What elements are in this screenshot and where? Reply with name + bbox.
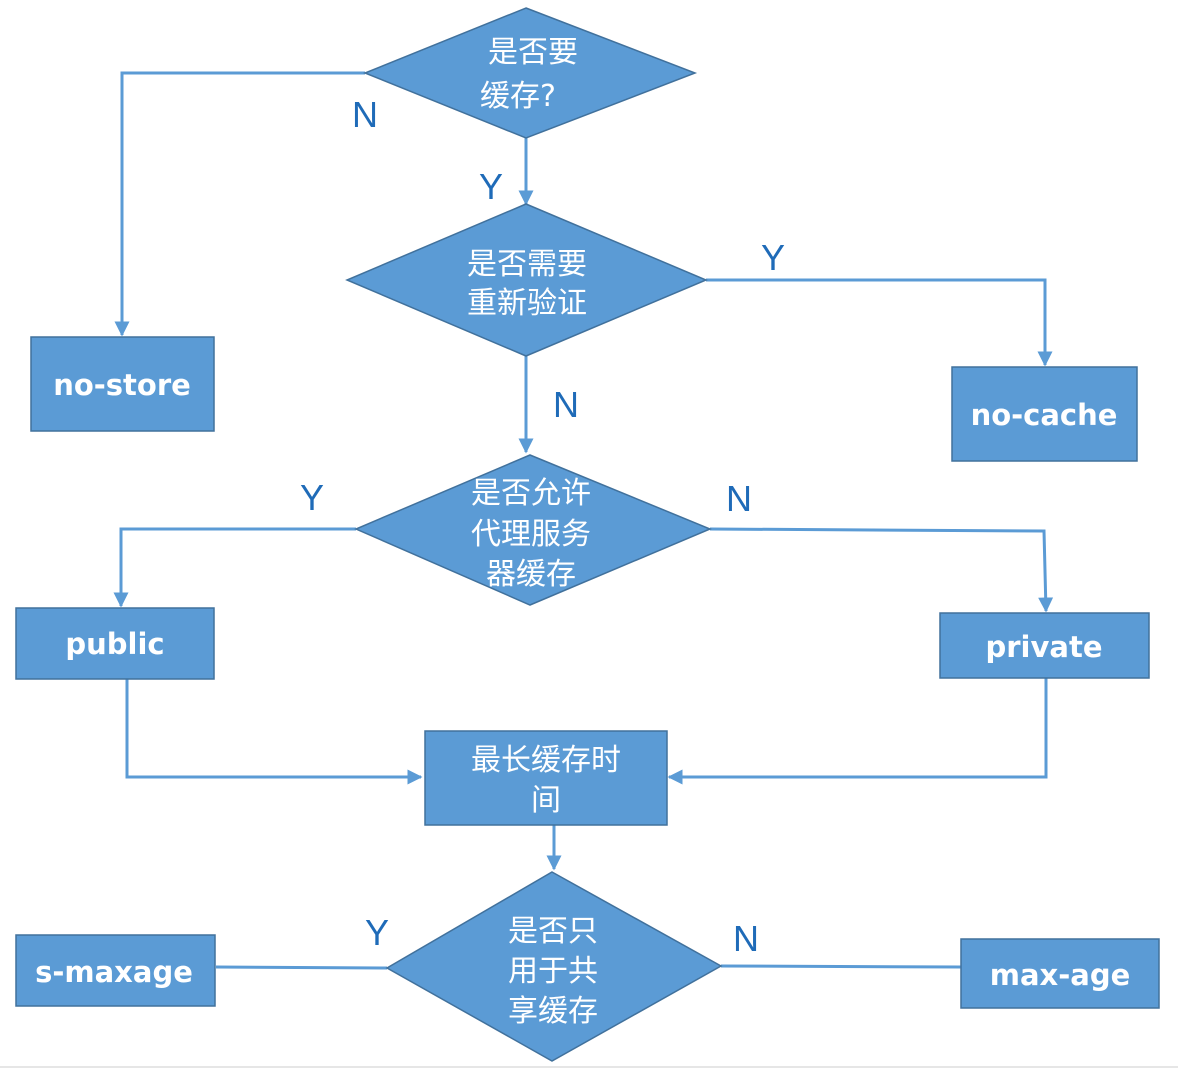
decision-shared: 是否只 用于共 享缓存 <box>385 871 723 1062</box>
bottom-divider <box>0 1066 1178 1068</box>
box-s-maxage: s-maxage <box>15 934 216 1007</box>
decision-shared-line-2: 用于共 <box>508 954 598 989</box>
decision-shared-line-1: 是否只 <box>508 914 598 949</box>
decision-revalidate-line-2: 重新验证 <box>467 286 587 321</box>
box-s-maxage-label: s-maxage <box>35 955 193 989</box>
label-revalidate-no: N <box>553 384 579 425</box>
box-private: private <box>939 612 1150 679</box>
decision-cache: 是否要 缓存? <box>362 7 698 139</box>
label-cache-yes: Y <box>479 166 503 207</box>
edge-proxy-yes <box>113 527 356 608</box>
box-max-age: max-age <box>960 938 1160 1009</box>
edge-cache-no <box>114 71 365 337</box>
box-max-time: 最长缓存时 间 <box>424 730 668 826</box>
decision-cache-line-2: 缓存? <box>480 79 556 114</box>
decision-cache-line-1: 是否要 <box>488 35 578 70</box>
edge-shared-yes <box>215 965 388 970</box>
box-public: public <box>15 607 215 680</box>
box-no-cache: no-cache <box>951 366 1138 462</box>
box-max-age-label: max-age <box>990 958 1131 992</box>
edge-private-to-max-time <box>667 678 1048 785</box>
decision-proxy-line-3: 器缓存 <box>486 557 576 592</box>
box-private-label: private <box>985 630 1102 664</box>
box-public-label: public <box>65 627 164 661</box>
box-max-time-line-1: 最长缓存时 <box>471 743 621 778</box>
decision-proxy-line-1: 是否允许 <box>471 476 591 511</box>
edge-public-to-max-time <box>125 679 423 785</box>
edge-revalidate-yes <box>706 278 1053 367</box>
label-proxy-yes: Y <box>300 477 324 518</box>
label-revalidate-yes: Y <box>761 237 785 278</box>
label-proxy-no: N <box>726 478 752 519</box>
label-shared-yes: Y <box>365 912 389 953</box>
label-shared-no: N <box>733 918 759 959</box>
decision-shared-line-3: 享缓存 <box>508 994 598 1029</box>
box-no-cache-label: no-cache <box>971 398 1118 432</box>
decision-revalidate-line-1: 是否需要 <box>467 247 587 282</box>
edge-proxy-no <box>709 527 1054 613</box>
box-no-store: no-store <box>30 336 215 432</box>
label-cache-no: N <box>352 94 378 135</box>
decision-proxy: 是否允许 代理服务 器缓存 <box>354 454 712 606</box>
edge-shared-no <box>720 964 962 969</box>
decision-revalidate: 是否需要 重新验证 <box>345 203 708 357</box>
decision-proxy-line-2: 代理服务 <box>471 517 591 552</box>
box-max-time-line-2: 间 <box>531 783 561 818</box>
box-no-store-label: no-store <box>53 368 191 402</box>
